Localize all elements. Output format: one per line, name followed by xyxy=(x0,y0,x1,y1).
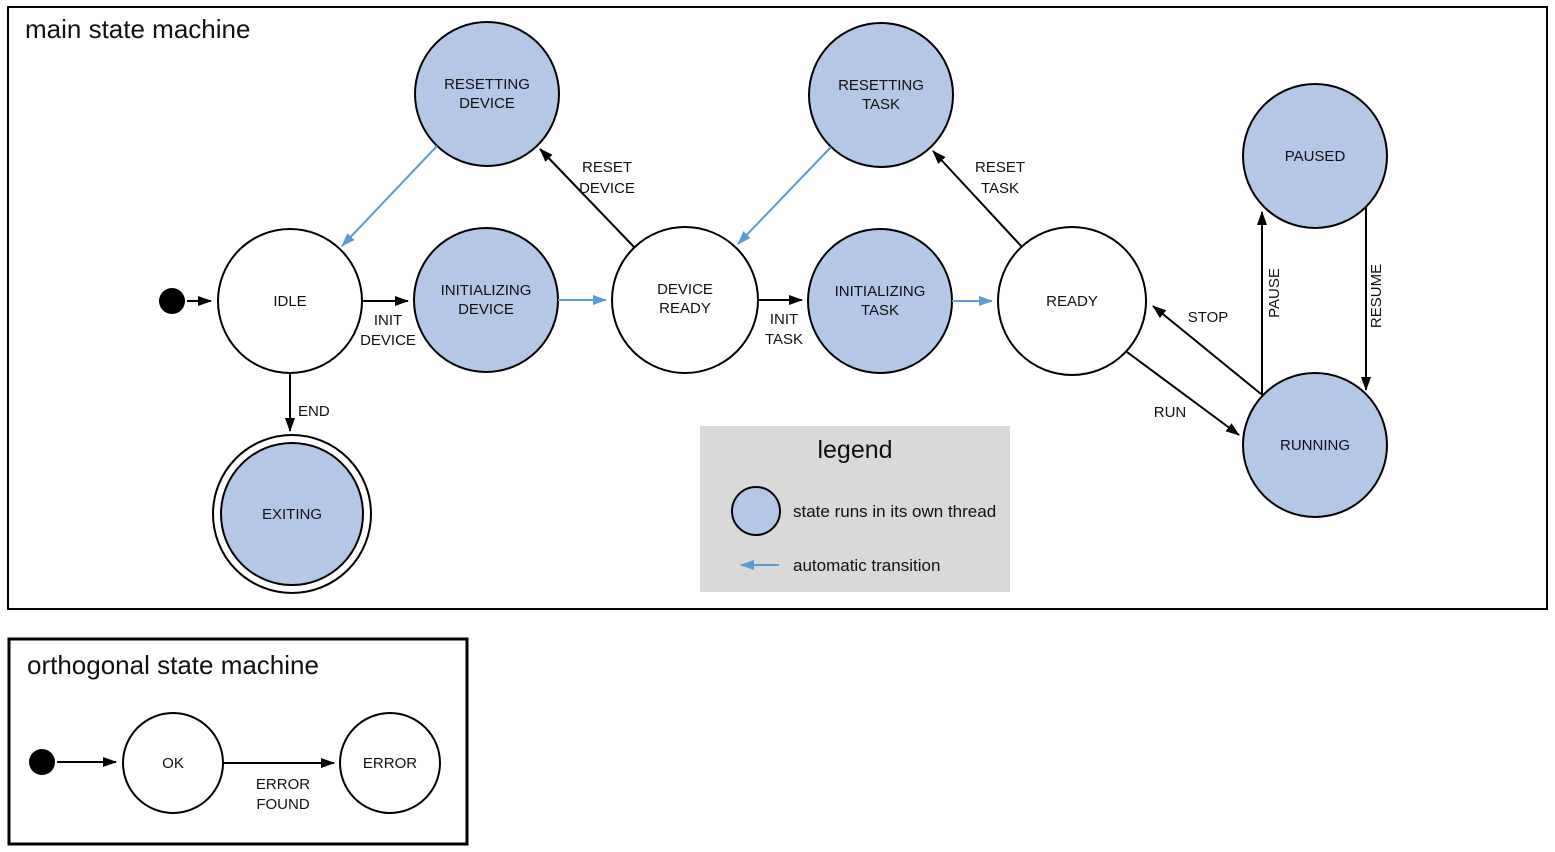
state-ready-label: READY xyxy=(1046,293,1098,310)
state-ok-label: OK xyxy=(162,755,184,772)
transition-run xyxy=(1126,351,1240,436)
transition-reset-task-label-1: RESET xyxy=(975,159,1025,176)
transition-init-task-label-2: TASK xyxy=(765,331,803,348)
state-ready xyxy=(997,226,1147,376)
state-running xyxy=(1242,372,1388,518)
state-error xyxy=(339,712,441,814)
legend-title: legend xyxy=(817,436,892,464)
transition-init-task-label-1: INIT xyxy=(770,311,798,328)
orthogonal-frame xyxy=(7,637,469,846)
main-state-machine: main state machine RESETTING DEVICE RESE… xyxy=(7,6,1548,610)
state-resetting-task xyxy=(808,22,954,168)
main-frame xyxy=(7,6,1548,610)
state-initializing-task-label-2: TASK xyxy=(861,302,899,319)
transition-init-device-label-1: INIT xyxy=(374,312,402,329)
main-title: main state machine xyxy=(25,14,250,44)
transition-reset-task xyxy=(932,150,1023,248)
transition-reset-device-label-2: DEVICE xyxy=(579,180,635,197)
transition-reset-device-label-1: RESET xyxy=(582,159,632,176)
state-exiting-inner xyxy=(220,442,364,586)
state-device-ready-label-2: READY xyxy=(659,300,711,317)
state-resetting-device xyxy=(414,21,560,167)
transition-stop-label: STOP xyxy=(1188,309,1229,326)
initial-state-dot xyxy=(159,288,185,314)
state-initializing-task-label-1: INITIALIZING xyxy=(835,283,926,300)
state-initializing-device-label-1: INITIALIZING xyxy=(441,282,532,299)
legend-thread-state-icon xyxy=(731,486,781,536)
transition-stop xyxy=(1152,305,1262,395)
transition-reset-device xyxy=(539,148,635,248)
orthogonal-initial-state-dot xyxy=(29,749,55,775)
state-initializing-device xyxy=(413,227,559,373)
state-idle-label: IDLE xyxy=(273,293,306,310)
orthogonal-state-machine: orthogonal state machine OK ERROR ERROR … xyxy=(7,637,469,846)
state-resetting-device-label-1: RESETTING xyxy=(444,76,530,93)
transition-end-label: END xyxy=(298,403,330,420)
state-exiting-label: EXITING xyxy=(262,506,322,523)
transition-pause-label: PAUSE xyxy=(1266,268,1283,318)
state-running-label: RUNNING xyxy=(1280,437,1350,454)
state-initializing-task xyxy=(807,228,953,374)
transition-auto-resetdev-to-idle xyxy=(341,145,438,247)
orthogonal-title: orthogonal state machine xyxy=(27,650,319,680)
legend-thread-label: state runs in its own thread xyxy=(793,502,996,521)
state-paused-label: PAUSED xyxy=(1285,148,1346,165)
transition-error-found-label-2: FOUND xyxy=(256,796,309,813)
transition-run-label: RUN xyxy=(1154,404,1187,421)
transition-reset-task-label-2: TASK xyxy=(981,180,1019,197)
legend: legend state runs in its own thread auto… xyxy=(700,426,1010,592)
state-device-ready-label-1: DEVICE xyxy=(657,281,713,298)
transition-auto-resettask-to-devready xyxy=(737,146,832,245)
transition-resume-label: RESUME xyxy=(1368,264,1385,328)
state-error-label: ERROR xyxy=(363,755,417,772)
state-resetting-device-label-2: DEVICE xyxy=(459,95,515,112)
legend-auto-label: automatic transition xyxy=(793,556,940,575)
transition-init-device-label-2: DEVICE xyxy=(360,332,416,349)
state-initializing-device-label-2: DEVICE xyxy=(458,301,514,318)
state-paused xyxy=(1242,83,1388,229)
transition-error-found-label-1: ERROR xyxy=(256,776,310,793)
state-resetting-task-label-2: TASK xyxy=(862,96,900,113)
state-resetting-task-label-1: RESETTING xyxy=(838,77,924,94)
